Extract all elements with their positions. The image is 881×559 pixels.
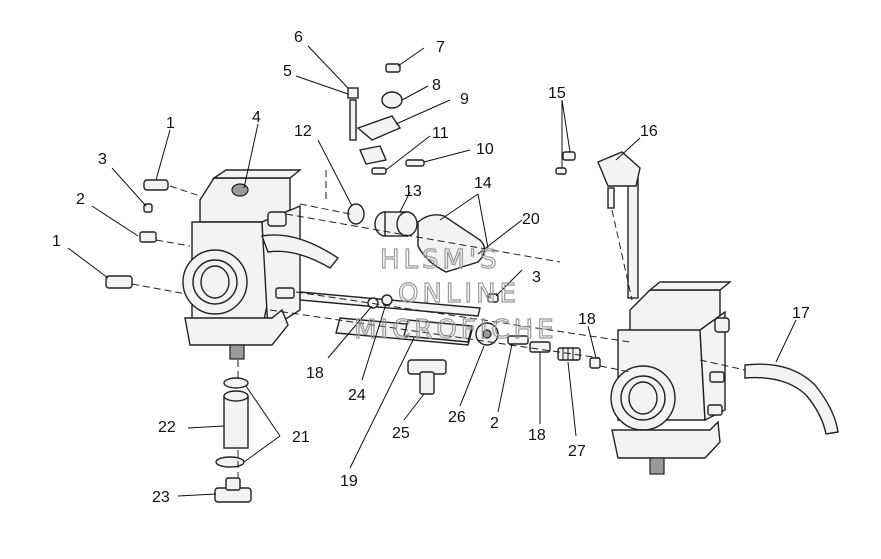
callout-16: 16 [640,123,658,140]
washer-18-mid [381,294,393,306]
washer-18-left [367,297,379,309]
fuel-hose-17 [744,363,839,435]
callout-25: 25 [392,425,410,442]
tee-fitting-25 [407,359,447,395]
callout-15: 15 [548,85,566,102]
screw-1-lower [105,275,133,289]
pin-2-right [507,335,529,345]
callout-8: 8 [432,77,441,94]
callout-4: 4 [252,109,261,126]
top-linkage [347,63,425,175]
lower-fittings [214,377,252,503]
callout-10: 10 [476,141,494,158]
spring-27 [557,347,581,361]
leader-lines [67,45,797,497]
callout-12: 12 [294,123,312,140]
callout-23: 23 [152,489,170,506]
callout-14: 14 [474,175,492,192]
right-linkage [555,151,641,209]
right-carburetor [610,177,732,475]
watermark-line-3: MICROFICHE [354,315,558,345]
gear-26 [475,322,499,346]
callout-2-right: 2 [490,415,499,432]
left-carburetor [182,169,340,360]
callout-22: 22 [158,419,176,436]
ring-12 [347,203,365,225]
screw-2 [139,231,157,243]
shaft-19 [403,319,473,343]
watermark-line-1: HLSM'S [380,245,501,275]
callout-20: 20 [522,211,540,228]
callout-11: 11 [432,125,449,142]
callout-18-right: 18 [578,311,596,328]
callout-2-left: 2 [76,191,85,208]
bushing-13 [374,211,418,237]
callout-13: 13 [404,183,422,200]
callout-5: 5 [283,63,292,80]
callout-1-lower: 1 [52,233,61,250]
callout-18-left: 18 [306,365,324,382]
callout-3-left: 3 [98,151,107,168]
callout-18-lower: 18 [528,427,546,444]
screw-1-upper [143,179,169,191]
callout-6: 6 [294,29,303,46]
alignment-lines [131,170,746,478]
watermark: HLSM'S ONLINE MICROFICHE [353,244,558,345]
callout-1-upper: 1 [166,115,175,132]
callout-labels: 1 1 2 2 3 3 4 5 6 7 8 9 10 11 12 13 14 1… [52,29,810,506]
callout-19: 19 [340,473,358,490]
callout-7: 7 [436,39,445,56]
callout-24: 24 [348,387,366,404]
callout-21: 21 [292,429,310,446]
callout-3-right: 3 [532,269,541,286]
callout-26: 26 [448,409,466,426]
callout-27: 27 [568,443,586,460]
callout-9: 9 [460,91,469,108]
watermark-line-2: ONLINE [398,279,520,309]
callout-17: 17 [792,305,810,322]
screw-3-right [487,293,499,303]
nut-18-right [589,357,601,369]
